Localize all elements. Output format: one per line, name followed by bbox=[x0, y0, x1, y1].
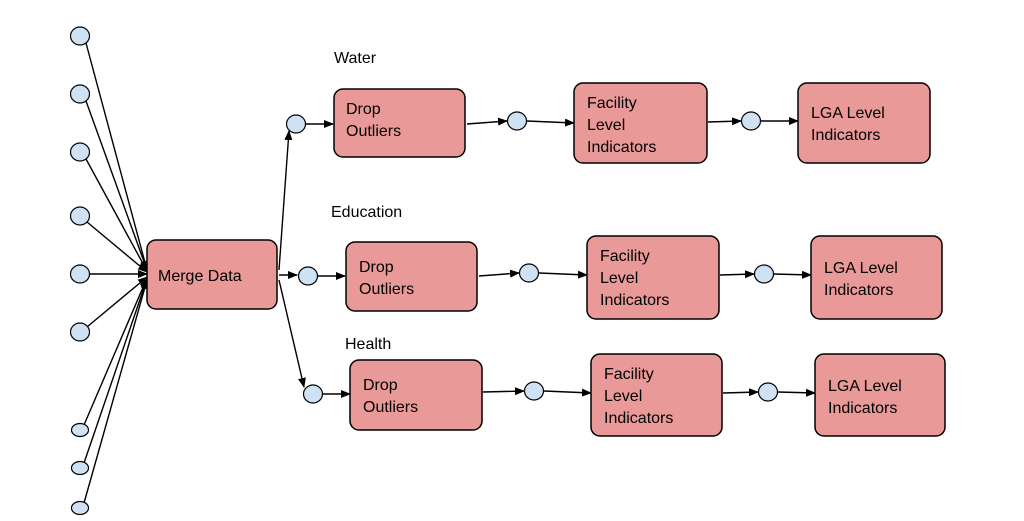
input-edges bbox=[83, 42, 149, 504]
branch-edge-water bbox=[278, 130, 293, 271]
section-water: Water Drop Outliers Facility Level Indic… bbox=[285, 50, 931, 164]
health-start-node[interactable] bbox=[302, 384, 324, 404]
health-edge bbox=[482, 387, 525, 396]
health-drop-outliers-line2: Outliers bbox=[363, 399, 418, 416]
education-edge bbox=[719, 270, 755, 279]
health-facility-line3: Indicators bbox=[604, 410, 673, 427]
health-end-node[interactable] bbox=[757, 382, 779, 402]
water-drop-outliers-line2: Outliers bbox=[346, 123, 401, 140]
input-edge bbox=[85, 158, 148, 272]
education-drop-outliers-box[interactable]: Drop Outliers bbox=[345, 241, 478, 312]
input-nodes bbox=[69, 26, 91, 516]
water-edge bbox=[707, 117, 742, 126]
health-edge bbox=[543, 388, 592, 397]
input-node[interactable] bbox=[70, 460, 90, 476]
education-edge bbox=[478, 269, 520, 278]
education-mid-node[interactable] bbox=[518, 263, 540, 283]
input-node[interactable] bbox=[70, 422, 90, 438]
water-lga-level-indicators-box[interactable]: LGA Level Indicators bbox=[797, 82, 931, 164]
education-lga-line2: Indicators bbox=[824, 282, 893, 299]
input-edge bbox=[86, 221, 148, 273]
education-lga-line1: LGA Level bbox=[824, 260, 898, 277]
water-lga-line1: LGA Level bbox=[811, 105, 885, 122]
section-label-health: Health bbox=[345, 336, 391, 353]
input-node[interactable] bbox=[69, 206, 91, 226]
water-drop-outliers-line1: Drop bbox=[346, 101, 381, 118]
education-facility-line3: Indicators bbox=[600, 292, 669, 309]
merge-data-label: Merge Data bbox=[158, 268, 242, 285]
input-edge bbox=[86, 276, 148, 328]
health-lga-level-indicators-box[interactable]: LGA Level Indicators bbox=[814, 353, 946, 437]
input-node[interactable] bbox=[70, 500, 90, 516]
water-facility-level-indicators-box[interactable]: Facility Level Indicators bbox=[573, 82, 708, 164]
health-edge bbox=[777, 388, 816, 397]
input-edge bbox=[83, 277, 148, 426]
health-drop-outliers-box[interactable]: Drop Outliers bbox=[349, 359, 483, 431]
section-health: Health Drop Outliers Facility Level Indi… bbox=[302, 336, 946, 437]
education-facility-line2: Level bbox=[600, 270, 638, 287]
input-edge bbox=[83, 279, 149, 504]
input-node[interactable] bbox=[69, 142, 91, 162]
water-edge bbox=[526, 118, 575, 127]
water-facility-line1: Facility bbox=[587, 95, 637, 112]
water-facility-line3: Indicators bbox=[587, 139, 656, 156]
merge-data-box[interactable]: Merge Data bbox=[146, 239, 278, 310]
health-mid-node[interactable] bbox=[523, 381, 545, 401]
water-edge bbox=[466, 117, 508, 126]
input-edge bbox=[83, 278, 148, 464]
education-facility-line1: Facility bbox=[600, 248, 650, 265]
education-start-node[interactable] bbox=[297, 266, 319, 286]
section-label-water: Water bbox=[334, 50, 377, 67]
input-node[interactable] bbox=[69, 84, 91, 104]
input-edge bbox=[85, 100, 148, 271]
health-facility-level-indicators-box[interactable]: Facility Level Indicators bbox=[590, 353, 723, 437]
health-facility-line1: Facility bbox=[604, 366, 654, 383]
input-node[interactable] bbox=[69, 26, 91, 46]
section-label-education: Education bbox=[331, 204, 402, 221]
education-edge bbox=[773, 270, 812, 279]
water-drop-outliers-box[interactable]: Drop Outliers bbox=[333, 88, 466, 158]
health-lga-line2: Indicators bbox=[828, 400, 897, 417]
health-edge bbox=[722, 388, 759, 397]
input-node[interactable] bbox=[69, 264, 91, 284]
health-drop-outliers-line1: Drop bbox=[363, 377, 398, 394]
water-lga-line2: Indicators bbox=[811, 127, 880, 144]
branch-edges bbox=[278, 130, 306, 388]
water-end-node[interactable] bbox=[740, 111, 762, 131]
input-node[interactable] bbox=[69, 322, 91, 342]
education-lga-level-indicators-box[interactable]: LGA Level Indicators bbox=[810, 235, 943, 320]
section-education: Education Drop Outliers Facility Level I… bbox=[297, 204, 943, 320]
education-edge bbox=[538, 270, 588, 279]
health-facility-line2: Level bbox=[604, 388, 642, 405]
branch-edge-health bbox=[278, 279, 306, 388]
education-end-node[interactable] bbox=[753, 264, 775, 284]
water-start-node[interactable] bbox=[285, 114, 307, 134]
education-drop-outliers-line2: Outliers bbox=[359, 281, 414, 298]
water-facility-line2: Level bbox=[587, 117, 625, 134]
health-lga-line1: LGA Level bbox=[828, 378, 902, 395]
education-facility-level-indicators-box[interactable]: Facility Level Indicators bbox=[586, 235, 720, 320]
education-drop-outliers-line1: Drop bbox=[359, 259, 394, 276]
input-edge bbox=[85, 42, 149, 271]
water-mid-node[interactable] bbox=[506, 111, 528, 131]
